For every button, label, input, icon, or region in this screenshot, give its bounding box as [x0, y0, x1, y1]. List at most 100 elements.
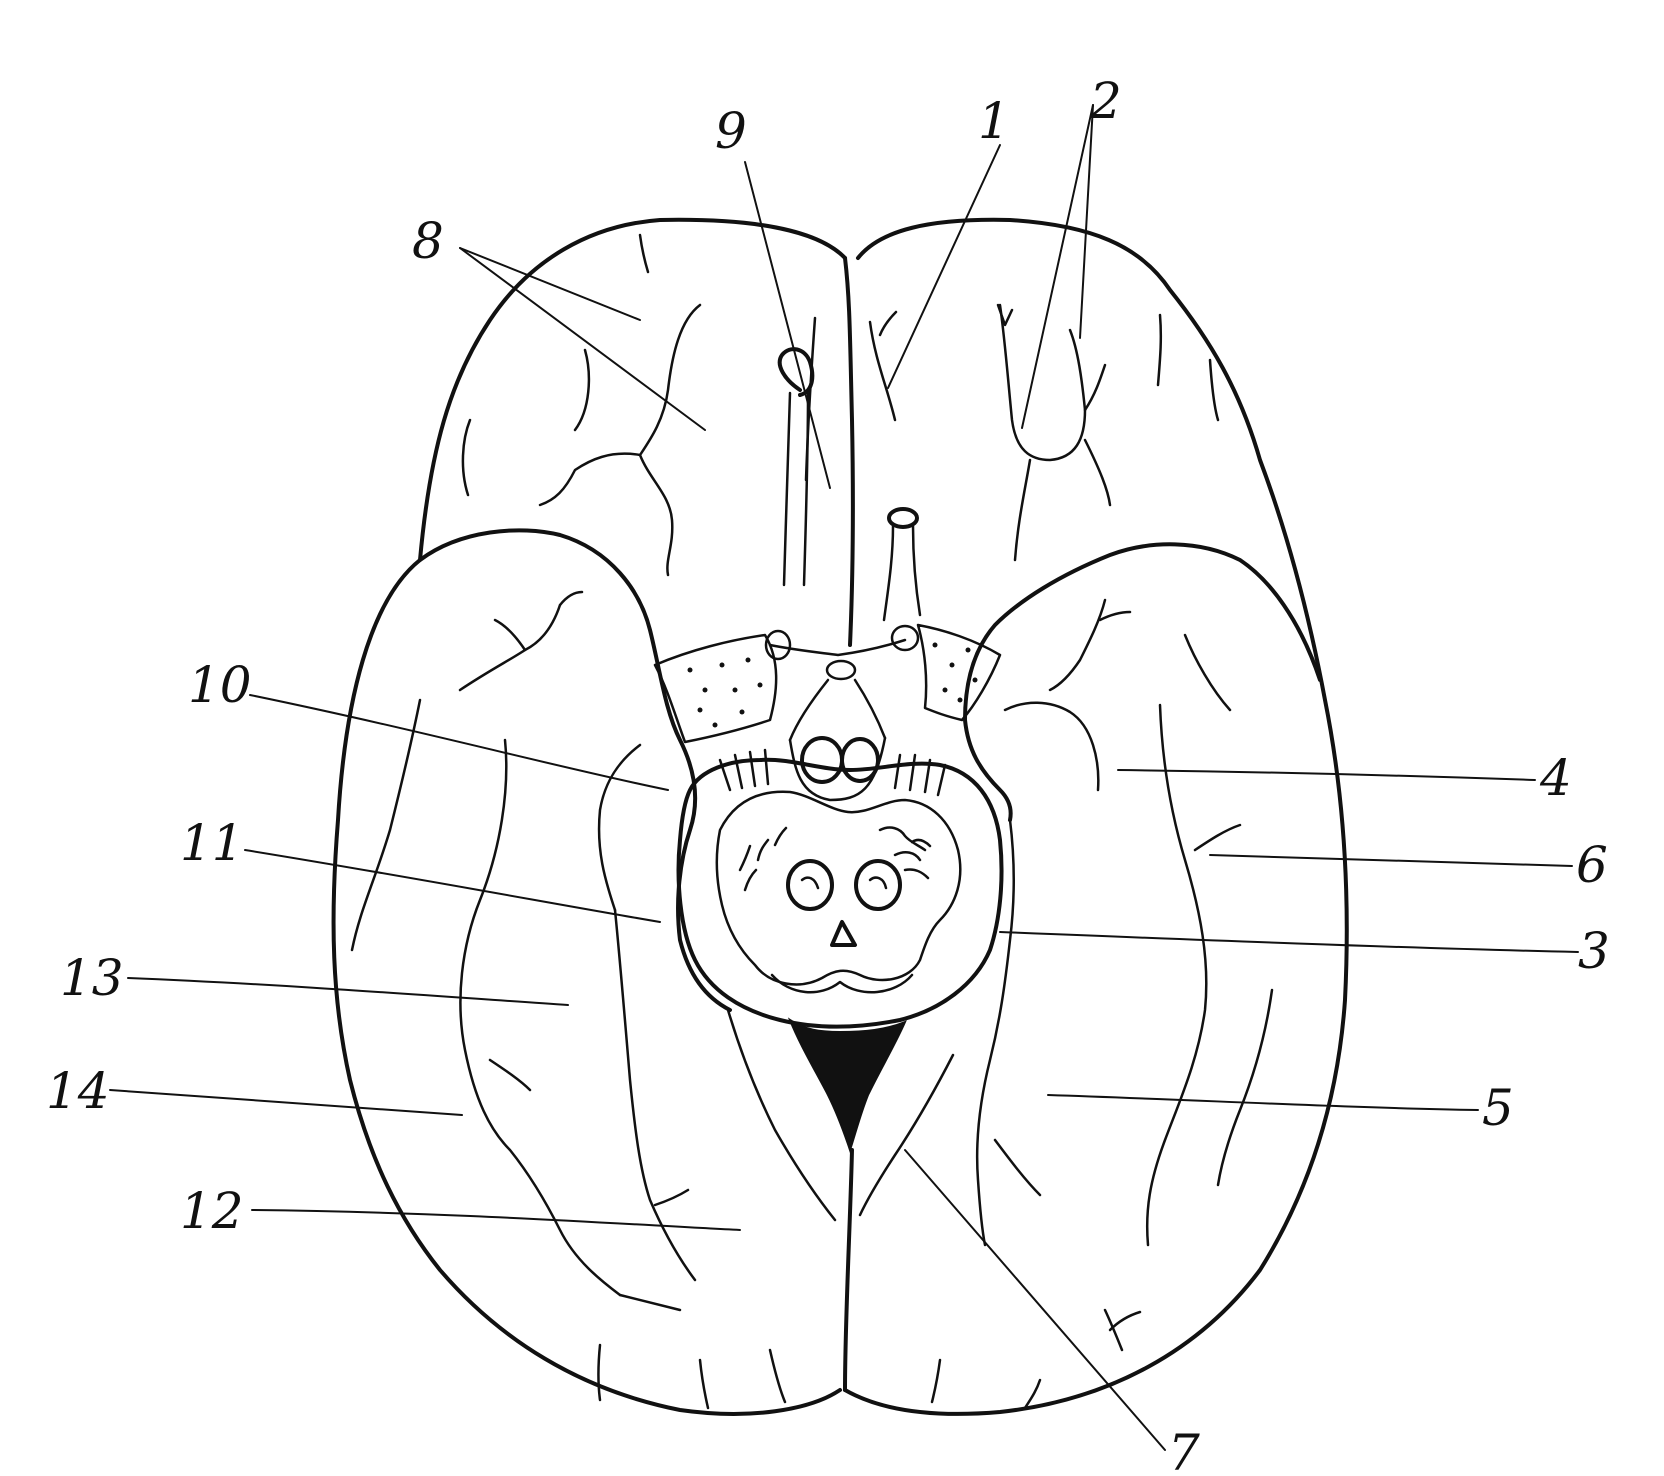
left-hemisphere-outline	[331, 217, 847, 1416]
leader-12	[251, 1209, 741, 1231]
label-8: 8	[412, 212, 444, 270]
right-olfactory-tract	[882, 524, 895, 622]
leader-2b	[1079, 104, 1094, 339]
right-anterior-perforated-substance	[916, 623, 1002, 722]
right-temporal-lobe-outline	[963, 542, 1322, 822]
left-frontal-edge-sulcus	[461, 418, 472, 497]
right-red-nucleus	[854, 859, 902, 911]
right-frontal-edge-sulcus	[1156, 313, 1163, 387]
left-red-nucleus-inner	[800, 876, 820, 890]
label-4: 4	[1539, 749, 1572, 807]
right-frontal-edge-sulcus-2	[1208, 358, 1220, 422]
left-optic-tract	[788, 678, 830, 742]
infundibulum	[825, 659, 857, 681]
optic-chiasm	[768, 638, 907, 657]
leader-5	[1047, 1094, 1479, 1111]
right-inferior-temporal-sulcus	[1145, 703, 1208, 1247]
label-3: 3	[1578, 922, 1610, 980]
callout-labels: 1 2 3 4 5 6 7 8 9 10 11 12 13 14	[46, 72, 1610, 1476]
left-temporal-branch-sulcus-3	[558, 590, 584, 607]
left-inferior-sulci	[350, 698, 837, 1410]
right-inferior-sulci	[858, 703, 1274, 1410]
right-olfactory-tract-medial	[911, 524, 922, 617]
right-occipital-sulcus-1	[930, 1358, 942, 1404]
left-inferior-temporal-sulcus	[459, 738, 622, 1297]
tectum-lower-contour	[770, 973, 914, 994]
left-anterior-perforated-substance	[653, 633, 778, 744]
left-peduncle-striations	[718, 748, 770, 792]
right-temporal-branch-sulcus	[1048, 598, 1107, 692]
right-olfactory-bulb	[887, 507, 919, 529]
right-orbital-sulcus-branch-3	[1083, 438, 1112, 507]
basal-structures	[653, 623, 1002, 802]
label-10: 10	[188, 656, 252, 714]
leader-11	[244, 849, 661, 923]
left-orbital-sulcus	[538, 303, 702, 507]
right-orbital-sulcus	[998, 303, 1087, 462]
right-olfactory-sulcus	[868, 320, 897, 422]
label-2: 2	[1089, 72, 1122, 130]
left-occipital-sulcus-2	[698, 1358, 710, 1410]
left-inferior-temporal-sulcus-branch	[488, 1058, 532, 1092]
left-collateral-sulcus	[613, 908, 697, 1282]
leader-4	[1117, 769, 1536, 781]
brain-outline	[331, 217, 1349, 1416]
right-orbital-y-sulcus	[996, 303, 1014, 327]
label-13: 13	[60, 949, 124, 1007]
left-red-nucleus	[786, 859, 834, 911]
left-orbital-sulcus-branch-2	[573, 348, 591, 432]
midbrain-outer-outline	[676, 757, 1004, 1029]
leader-14	[109, 1089, 463, 1116]
left-frontal-top-sulcus	[638, 233, 650, 274]
right-calcarine-sulcus	[858, 1053, 955, 1217]
left-lateral-occipitotemporal-sulcus	[350, 698, 422, 952]
leader-2a	[1021, 104, 1094, 429]
right-temporal-branch-sulcus-2	[1098, 610, 1132, 622]
leader-10	[249, 694, 669, 791]
left-calcarine-sulcus	[726, 1008, 837, 1222]
left-mammillary-body	[800, 736, 844, 784]
label-11: 11	[180, 814, 244, 872]
right-hemisphere-outline	[843, 217, 1349, 1416]
longitudinal-fissure	[843, 256, 855, 647]
temporal-lobes	[418, 528, 1322, 1012]
right-mammillary-body	[840, 737, 880, 783]
right-inferior-temporal-sulcus-branch	[1193, 823, 1242, 852]
right-substantia-nigra	[878, 826, 932, 880]
left-temporal-branch-sulcus	[458, 603, 562, 692]
label-12: 12	[180, 1182, 244, 1240]
leader-6	[1209, 854, 1573, 867]
olfactory-structures	[777, 347, 922, 622]
leader-13	[127, 977, 569, 1006]
right-collateral-sulcus-branch	[993, 1138, 1042, 1197]
leader-1	[887, 144, 1001, 389]
left-olfactory-tract	[782, 391, 792, 587]
left-temporal-branch-sulcus-2	[493, 618, 527, 652]
label-14: 14	[46, 1062, 110, 1120]
left-substantia-nigra	[738, 826, 788, 892]
brainstem-section	[676, 757, 1004, 1029]
left-inferior-temporal-sulcus-branch-2	[618, 1293, 682, 1312]
right-olfactory-sulcus-branch	[878, 310, 898, 337]
leader-8b	[459, 247, 706, 431]
right-optic-tract	[853, 678, 887, 740]
left-occipital-sulcus-1	[597, 1343, 602, 1402]
frontal-lobe-sulci	[461, 233, 1220, 577]
leader-3	[999, 931, 1579, 953]
label-9: 9	[715, 102, 747, 160]
right-perforated-dots	[932, 642, 978, 703]
right-rhinal-sulcus	[1003, 701, 1100, 792]
interpeduncular-region	[788, 736, 887, 802]
left-occipital-sulcus-3	[768, 1348, 787, 1404]
leader-8a	[459, 247, 641, 321]
left-olfactory-tract-medial	[802, 391, 810, 587]
left-perforated-dots	[687, 657, 763, 728]
right-collateral-sulcus	[975, 818, 1015, 1247]
left-orbital-sulcus-branch	[638, 453, 674, 577]
label-5: 5	[1482, 1079, 1514, 1137]
leader-7	[904, 1149, 1166, 1451]
label-1: 1	[978, 92, 1010, 150]
left-collateral-sulcus-branch	[653, 1188, 690, 1207]
right-occipital-y-sulcus	[1108, 1310, 1142, 1332]
